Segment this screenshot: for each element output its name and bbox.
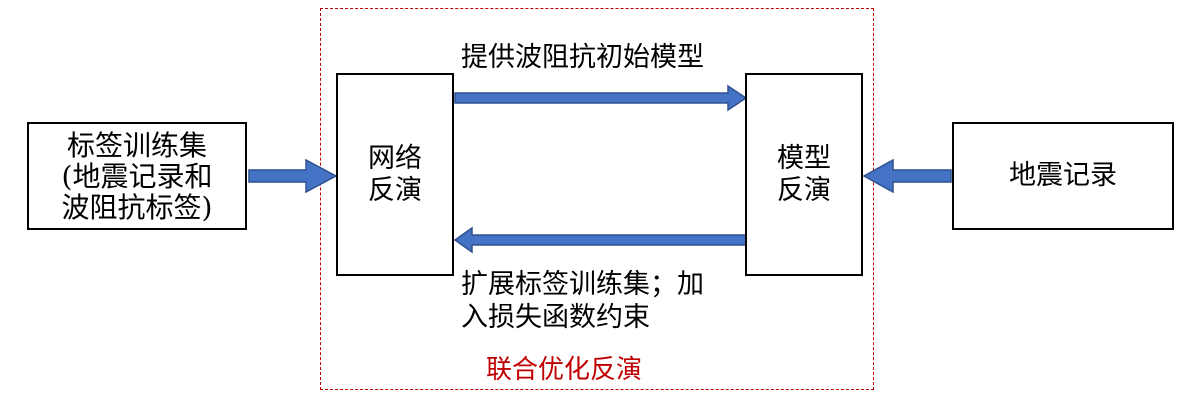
arrow-seismic-to-model [862,158,952,194]
joint-optimization-label: 联合优化反演 [486,355,643,385]
backward-arrow-label: 扩展标签训练集；加 入损失函数约束 [461,269,704,333]
model-inversion-box: 模型 反演 [745,73,863,276]
network-inversion-text: 网络 反演 [368,142,422,206]
arrow-input-to-network [248,158,338,194]
arrow-network-to-model [454,84,748,112]
labeled-training-set-text: 标签训练集 (地震记录和 波阻抗标签) [61,128,213,224]
model-inversion-text: 模型 反演 [777,142,831,206]
arrow-model-to-network [453,226,747,254]
joint-optimization-region [320,8,874,390]
labeled-training-set-box: 标签训练集 (地震记录和 波阻抗标签) [27,122,247,230]
seismic-record-text: 地震记录 [1009,160,1117,191]
forward-arrow-label: 提供波阻抗初始模型 [461,42,704,73]
seismic-record-box: 地震记录 [952,122,1174,230]
network-inversion-box: 网络 反演 [336,73,454,276]
